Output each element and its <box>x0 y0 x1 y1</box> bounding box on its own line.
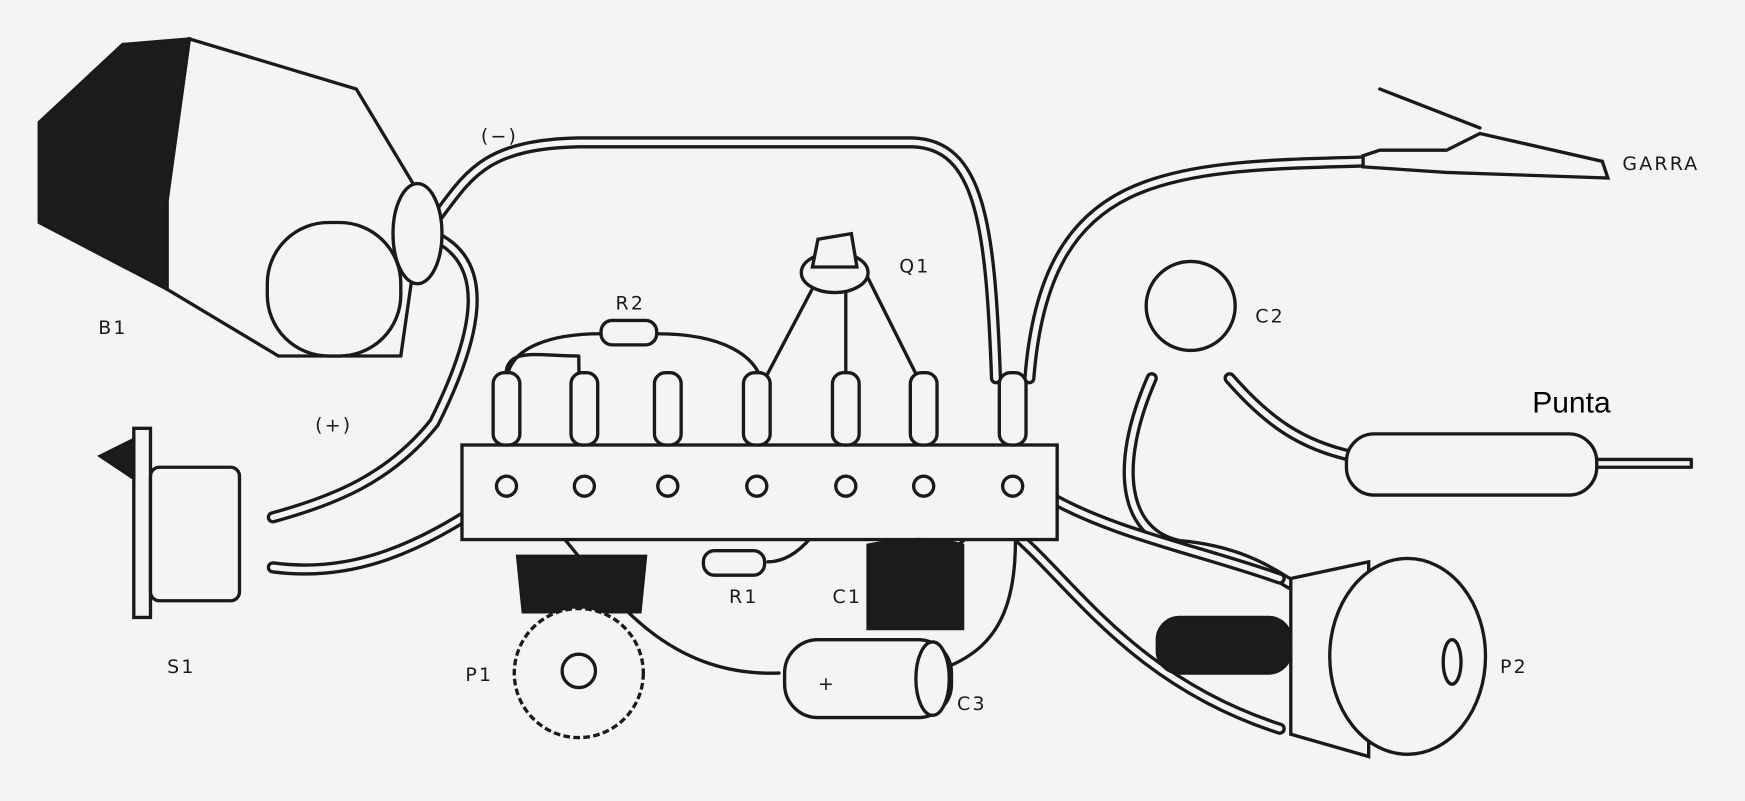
terminal-eyelet <box>834 474 858 498</box>
label-r1: R1 <box>729 586 759 608</box>
label-p2: P2 <box>1500 656 1528 678</box>
terminal-lug <box>741 371 772 447</box>
transistor-q1 <box>799 231 870 295</box>
speaker-p2 <box>1155 556 1488 759</box>
capacitor-c3 <box>782 638 954 720</box>
terminal-eyelet <box>745 474 769 498</box>
label-r2: R2 <box>616 292 646 314</box>
label-s1: S1 <box>167 656 195 678</box>
switch-s1 <box>97 426 242 620</box>
label-punta: Punta <box>1532 387 1611 420</box>
label-q1: Q1 <box>899 256 930 278</box>
terminal-eyelet <box>656 474 680 498</box>
terminal-lug <box>569 371 600 447</box>
label-c1: C1 <box>832 586 862 608</box>
label-c3-plus: + <box>818 673 836 695</box>
label-b1: B1 <box>98 317 127 339</box>
terminal-strip <box>460 371 1059 542</box>
terminal-lug <box>830 371 861 447</box>
resistor-r2 <box>599 318 659 347</box>
wires <box>266 136 1375 735</box>
label-p1: P1 <box>465 664 493 686</box>
clip-jaw <box>1378 87 1482 130</box>
label-c2: C2 <box>1255 306 1285 328</box>
label-c3: C3 <box>957 693 987 715</box>
potentiometer-p1 <box>512 554 648 740</box>
probe <box>1344 432 1693 497</box>
battery-b1 <box>37 36 444 358</box>
terminal-eyelet <box>1000 474 1025 498</box>
terminal-eyelet <box>911 474 936 498</box>
label-garra: GARRA <box>1622 153 1699 175</box>
terminal-lug <box>908 371 939 447</box>
terminal-lug <box>491 371 522 447</box>
label-positive: (+) <box>315 415 352 437</box>
resistor-r1 <box>701 549 767 577</box>
terminal-eyelet <box>494 474 519 498</box>
terminal-lug <box>997 371 1028 447</box>
terminal-lug <box>652 371 683 447</box>
capacitor-c2 <box>1144 259 1237 353</box>
capacitor-c1 <box>866 537 965 631</box>
label-negative: (−) <box>481 125 518 147</box>
terminal-eyelet <box>572 474 597 498</box>
alligator-clip <box>1361 131 1611 180</box>
